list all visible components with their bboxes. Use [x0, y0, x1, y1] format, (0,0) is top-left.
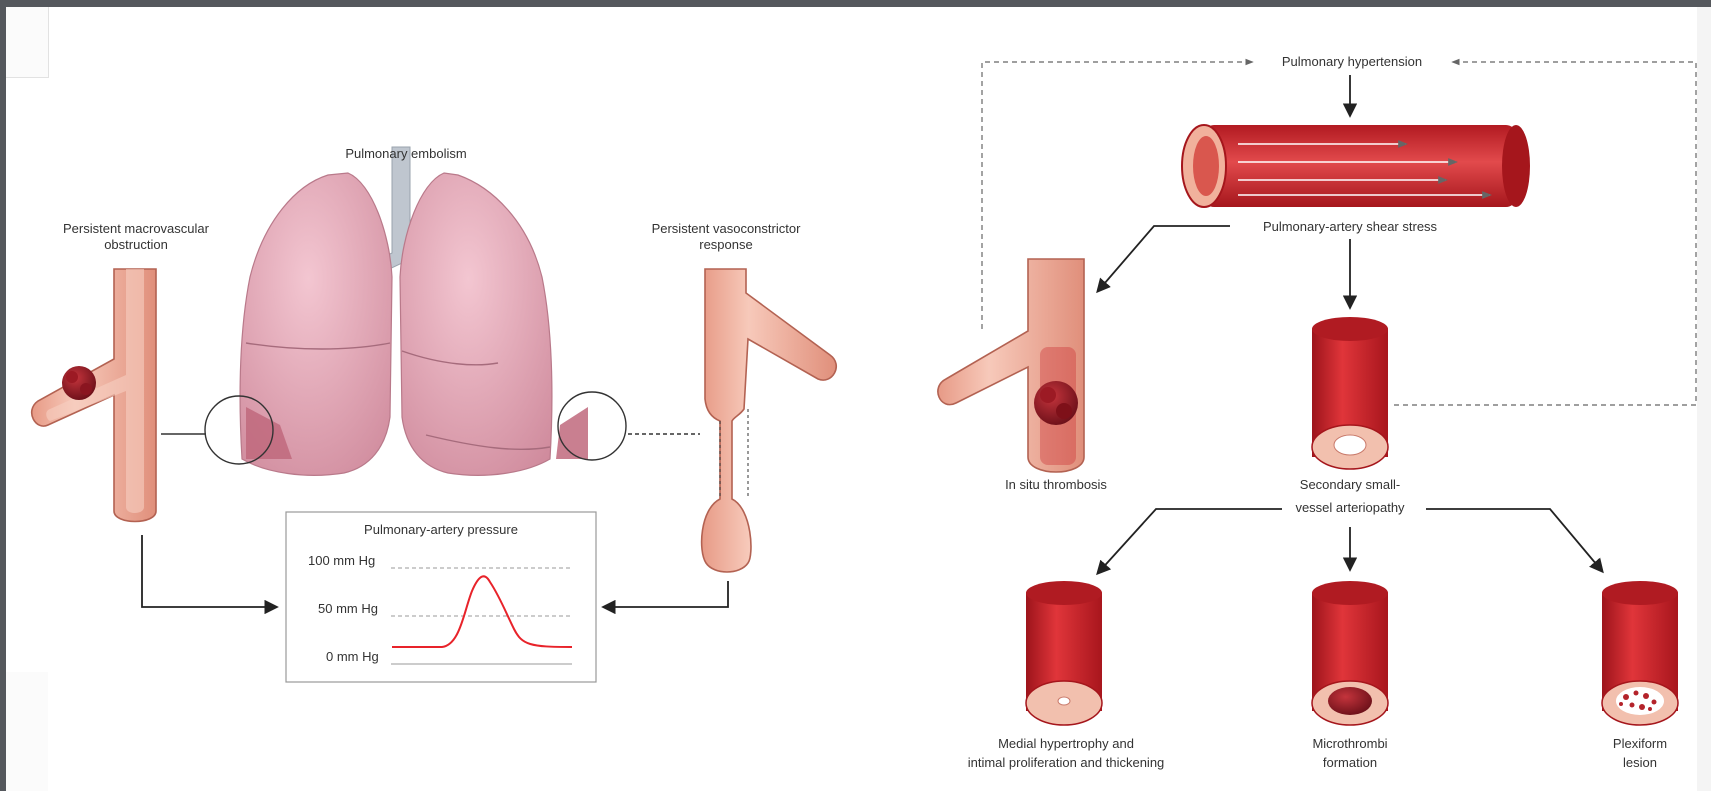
lungs-illustration [205, 147, 626, 475]
microthrombi-label-line1: Microthrombi [1290, 736, 1410, 752]
plexiform-label-line2: lesion [1590, 755, 1690, 771]
vasoconstrictor-label-line2: response [626, 237, 826, 253]
vasoconstrictor-label-line1: Persistent vasoconstrictor [626, 221, 826, 237]
diagram-canvas [6, 7, 1711, 791]
pressure-chart-title: Pulmonary-artery pressure [321, 522, 561, 538]
secondary-label-line1: Secondary small- [1270, 477, 1430, 493]
figure-frame: Pulmonary embolism Persistent macrovascu… [6, 7, 1711, 791]
shear-stress-label: Pulmonary-artery shear stress [1230, 219, 1470, 235]
plexiform-lesion-vessel [1602, 581, 1678, 725]
pulmonary-hypertension-label: Pulmonary hypertension [1252, 54, 1452, 70]
tick-50: 50 mm Hg [318, 601, 378, 616]
microthrombi-vessel [1312, 581, 1388, 725]
macrovascular-label-line1: Persistent macrovascular [36, 221, 236, 237]
clot [62, 366, 96, 400]
right-lung [400, 173, 552, 475]
secondary-label-line2: vessel arteriopathy [1270, 500, 1430, 516]
tick-0: 0 mm Hg [326, 649, 379, 664]
medial-hypertrophy-vessel [1026, 581, 1102, 725]
medial-label-line2: intimal proliferation and thickening [926, 755, 1206, 771]
arteriopathy-vessel [1312, 317, 1388, 469]
plexiform-label-line1: Plexiform [1590, 736, 1690, 752]
microthrombi-label-line2: formation [1290, 755, 1410, 771]
macrovascular-label-line2: obstruction [36, 237, 236, 253]
pulmonary-embolism-title: Pulmonary embolism [336, 146, 476, 162]
constricted-vessel [702, 269, 837, 572]
in-situ-thrombosis-label: In situ thrombosis [976, 477, 1136, 493]
right-infarct-wedge [556, 407, 588, 459]
tick-100: 100 mm Hg [308, 553, 375, 568]
shear-stress-tube [1182, 125, 1530, 207]
medial-label-line1: Medial hypertrophy and [936, 736, 1196, 752]
in-situ-thrombosis-vessel [938, 259, 1084, 472]
obstructed-vessel [32, 269, 156, 522]
